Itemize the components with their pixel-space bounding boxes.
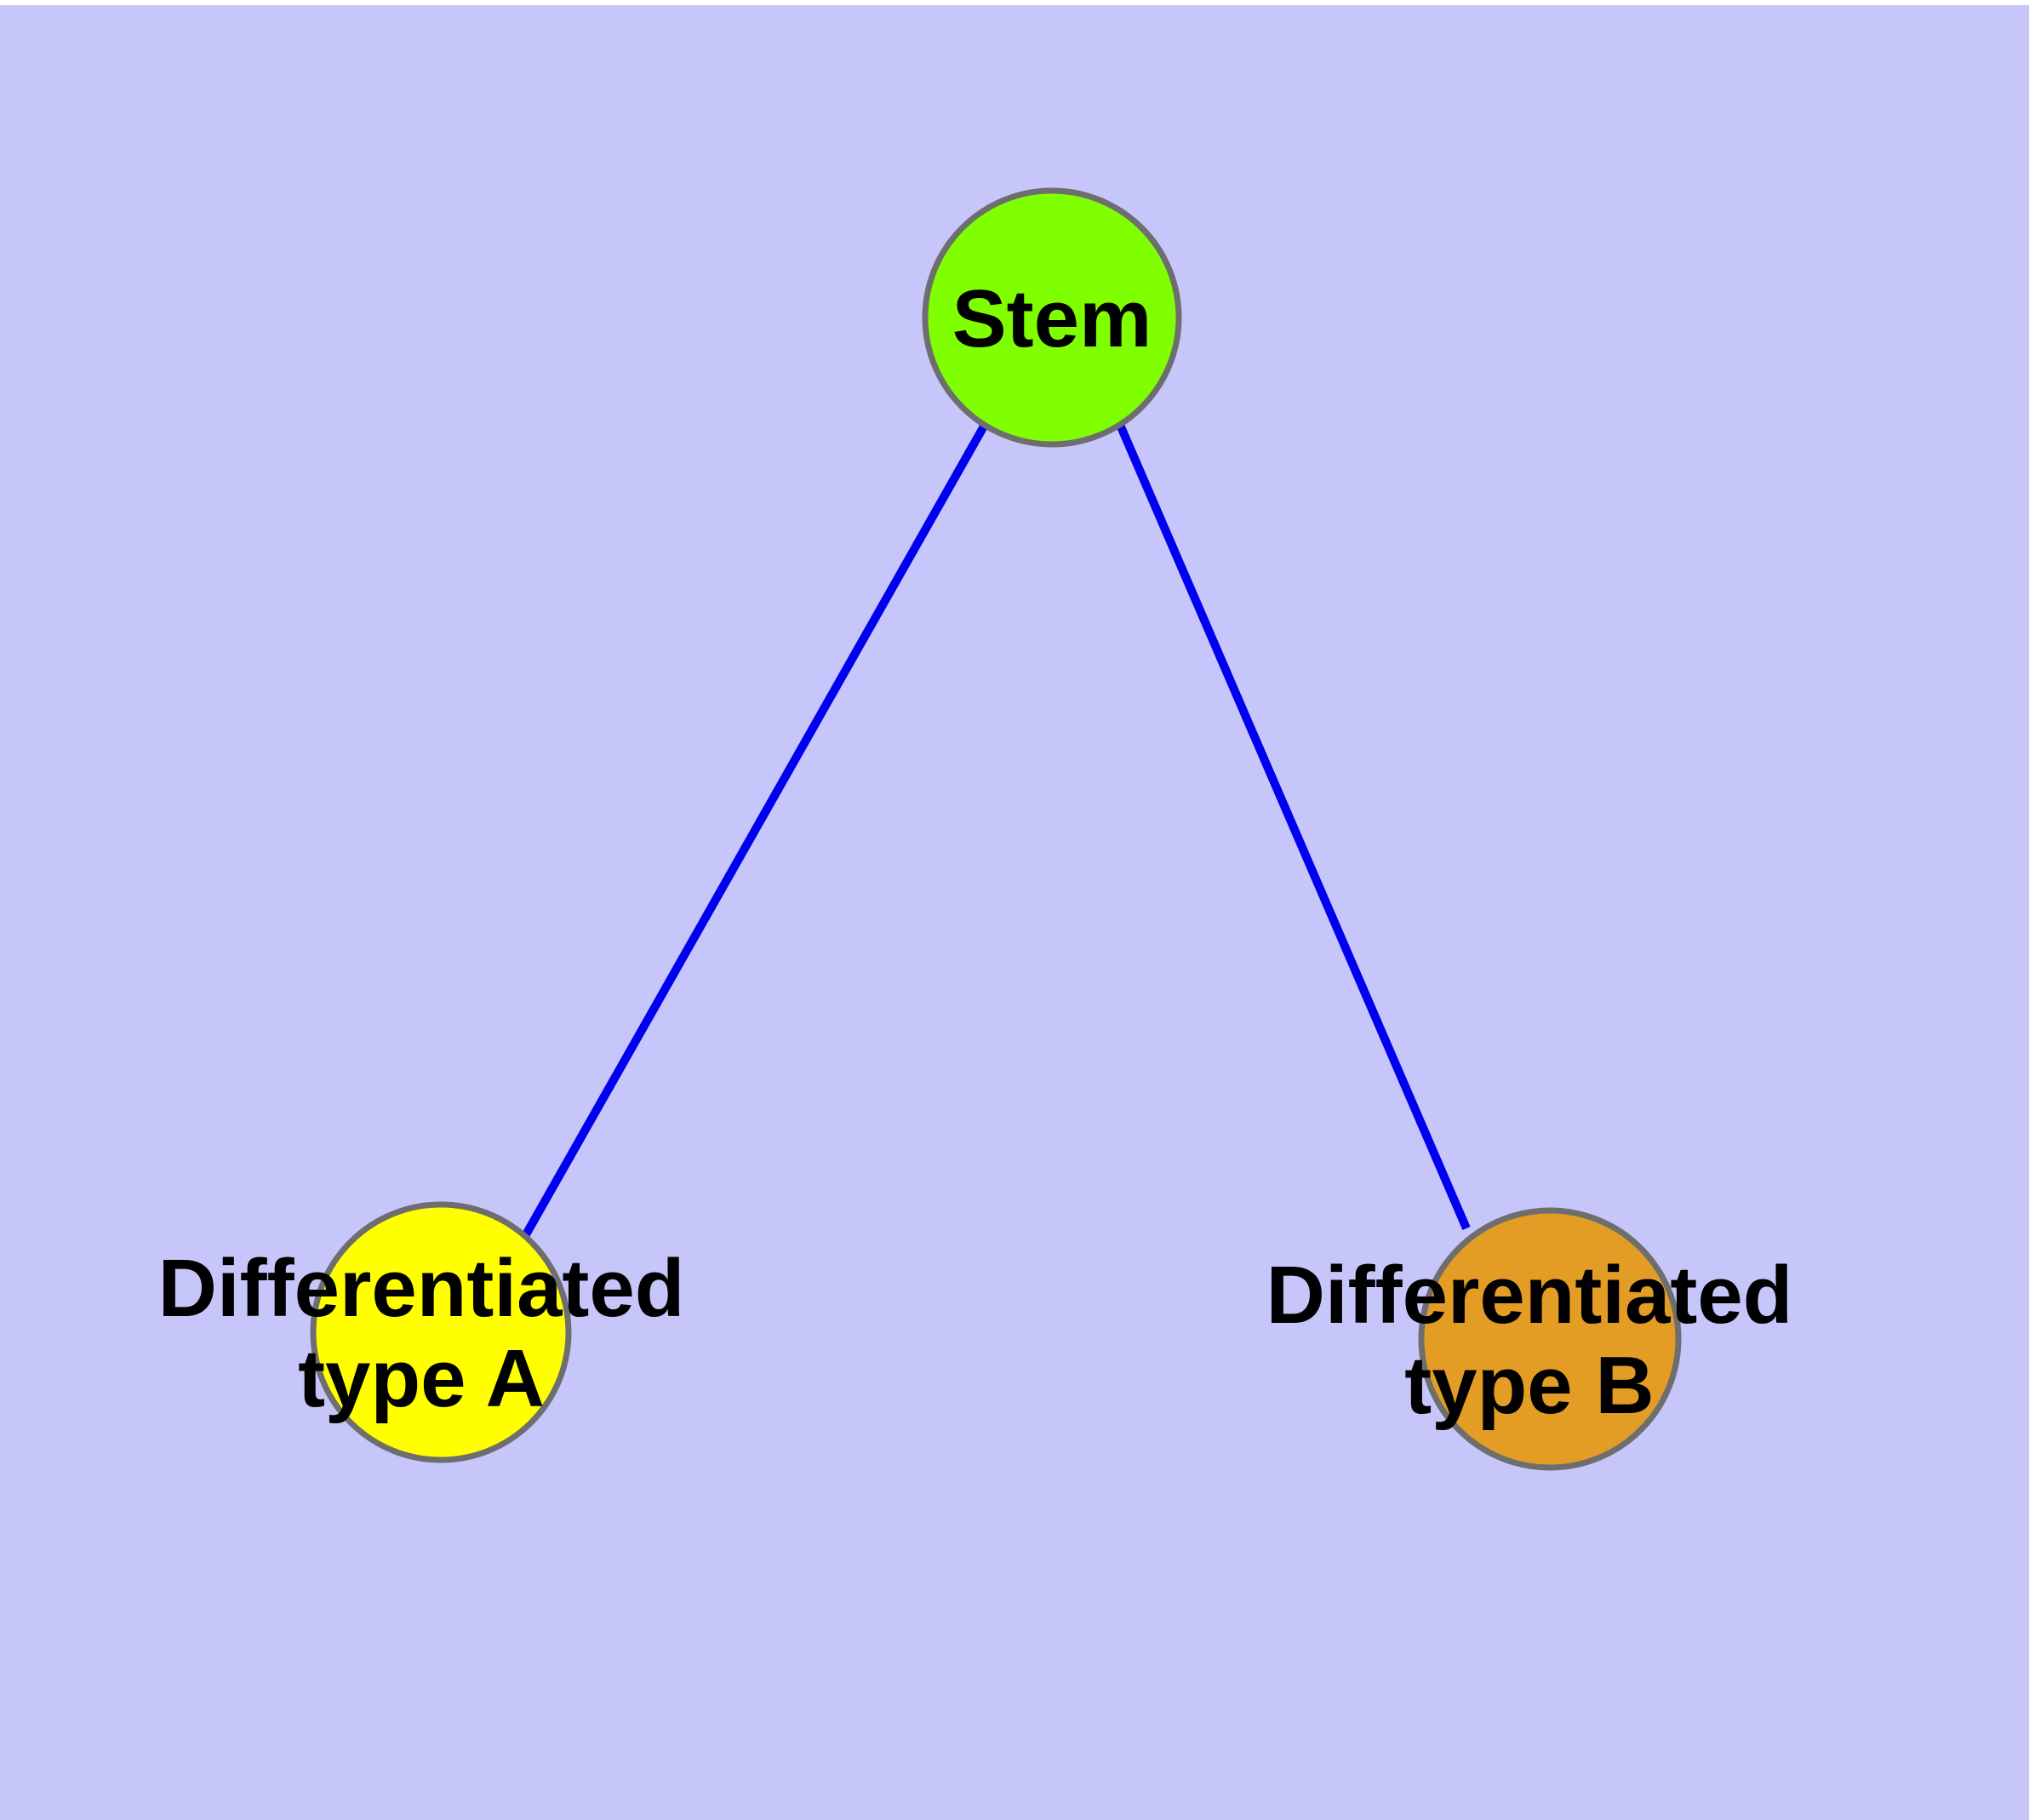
node-label-stem: Stem — [952, 273, 1152, 364]
node-differentiated-type-a[interactable] — [310, 1201, 572, 1463]
edge-stem-to-diff-b[interactable] — [1116, 423, 1471, 1230]
node-differentiated-type-b[interactable] — [1418, 1207, 1682, 1471]
top-margin-strip — [0, 0, 2029, 5]
edge-stem-to-diff-a[interactable] — [521, 422, 989, 1239]
nodes-layer — [310, 187, 1682, 1471]
node-stem[interactable] — [922, 187, 1182, 448]
edges-layer — [521, 422, 1471, 1239]
